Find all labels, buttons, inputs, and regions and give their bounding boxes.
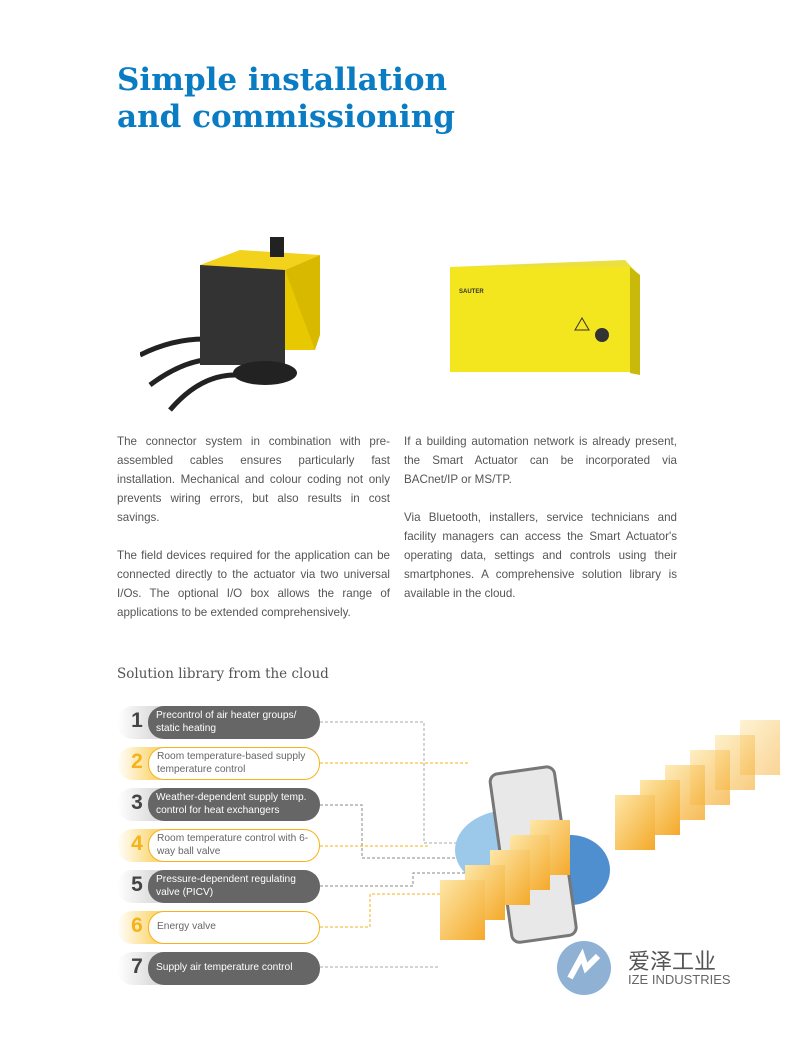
solution-number: 1 bbox=[131, 709, 143, 732]
solution-number: 6 bbox=[131, 914, 143, 937]
io-box-image: SAUTER bbox=[450, 260, 640, 375]
section-heading: Solution library from the cloud bbox=[117, 666, 329, 682]
paragraph: The connector system in combination with… bbox=[117, 435, 390, 524]
solution-label: Supply air temperature control bbox=[148, 952, 320, 985]
actuator-with-cables-image bbox=[140, 237, 320, 412]
title-line-1: Simple installation bbox=[117, 62, 448, 98]
solution-label: Room temperature-based supply temperatur… bbox=[148, 747, 320, 780]
watermark-logo: 爱泽工业 IZE INDUSTRIES bbox=[556, 938, 731, 1003]
solution-number: 3 bbox=[131, 791, 143, 814]
solution-label: Energy valve bbox=[148, 911, 320, 944]
solution-number: 2 bbox=[131, 750, 143, 773]
solution-label: Weather-dependent supply temp. control f… bbox=[148, 788, 320, 821]
paragraph: Via Bluetooth, installers, service techn… bbox=[404, 511, 677, 600]
solution-label: Pressure-dependent regulating valve (PIC… bbox=[148, 870, 320, 903]
cloud-phone-folders-illustration bbox=[440, 720, 780, 944]
watermark-en: IZE INDUSTRIES bbox=[628, 972, 731, 987]
ize-logo-icon bbox=[557, 941, 611, 995]
solution-number: 4 bbox=[131, 832, 143, 855]
paragraph: The field devices required for the appli… bbox=[117, 549, 390, 619]
left-column: The connector system in combination with… bbox=[117, 432, 390, 641]
solution-number: 5 bbox=[131, 873, 143, 896]
solution-label: Room temperature control with 6-way ball… bbox=[148, 829, 320, 862]
solution-label: Precontrol of air heater groups/ static … bbox=[148, 706, 320, 739]
product-brand-label: SAUTER bbox=[459, 289, 484, 295]
title-line-2: and commissioning bbox=[117, 99, 455, 135]
solution-number: 7 bbox=[131, 955, 143, 978]
watermark-cn: 爱泽工业 bbox=[628, 950, 717, 975]
right-column: If a building automation network is alre… bbox=[404, 432, 677, 622]
paragraph: If a building automation network is alre… bbox=[404, 435, 677, 486]
